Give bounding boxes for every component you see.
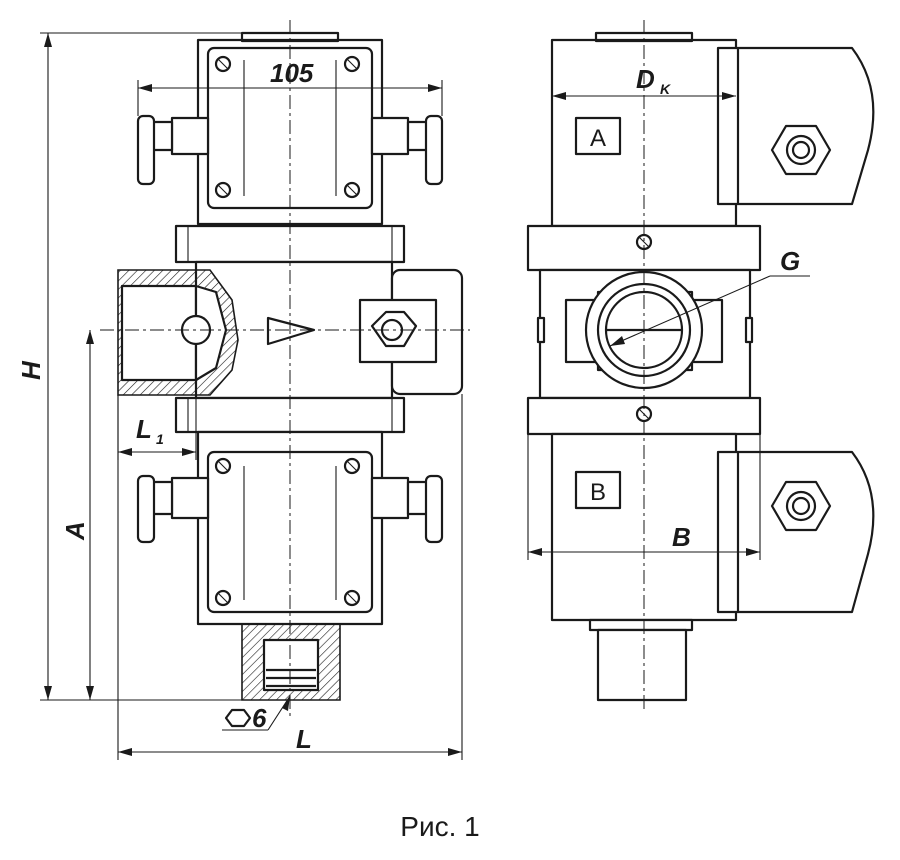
side-bottom-stem (596, 628, 688, 702)
figure-caption: Рис. 1 (400, 811, 479, 842)
side-view: A B (526, 20, 875, 712)
nut-icon (770, 124, 832, 176)
dim-a-label: A (60, 521, 90, 541)
dim-l1-label: L (136, 414, 152, 444)
dim-dk-label: D (636, 64, 655, 94)
flow-direction-icon (266, 316, 316, 346)
dim-b-label: B (672, 522, 691, 552)
cable-gland-icon (136, 114, 444, 186)
hex-key-icon (224, 708, 252, 728)
cable-gland-icon (136, 474, 444, 544)
screw-icon (214, 457, 361, 607)
dim-hex-label: 6 (252, 703, 267, 733)
nut-icon (770, 480, 832, 532)
label-box-a (574, 116, 622, 156)
dim-h-label: H (16, 360, 46, 380)
dim-l1-subscript: 1 (156, 431, 164, 447)
front-view (100, 20, 470, 720)
dim-l-label: L (296, 724, 312, 754)
label-box-a-text: A (590, 125, 606, 152)
side-dimensions: D K G B (527, 64, 810, 560)
side-lower-terminal-box (716, 450, 875, 614)
front-dimensions: 105 H A L 1 L 6 (16, 32, 463, 760)
plug-bore (262, 638, 320, 692)
dim-dk-subscript: K (660, 81, 671, 97)
dim-g-label: G (780, 246, 800, 276)
label-box-b (574, 470, 622, 510)
label-box-b-text: B (590, 479, 606, 506)
dim-105-label: 105 (270, 58, 314, 88)
screw-icon (214, 55, 361, 199)
